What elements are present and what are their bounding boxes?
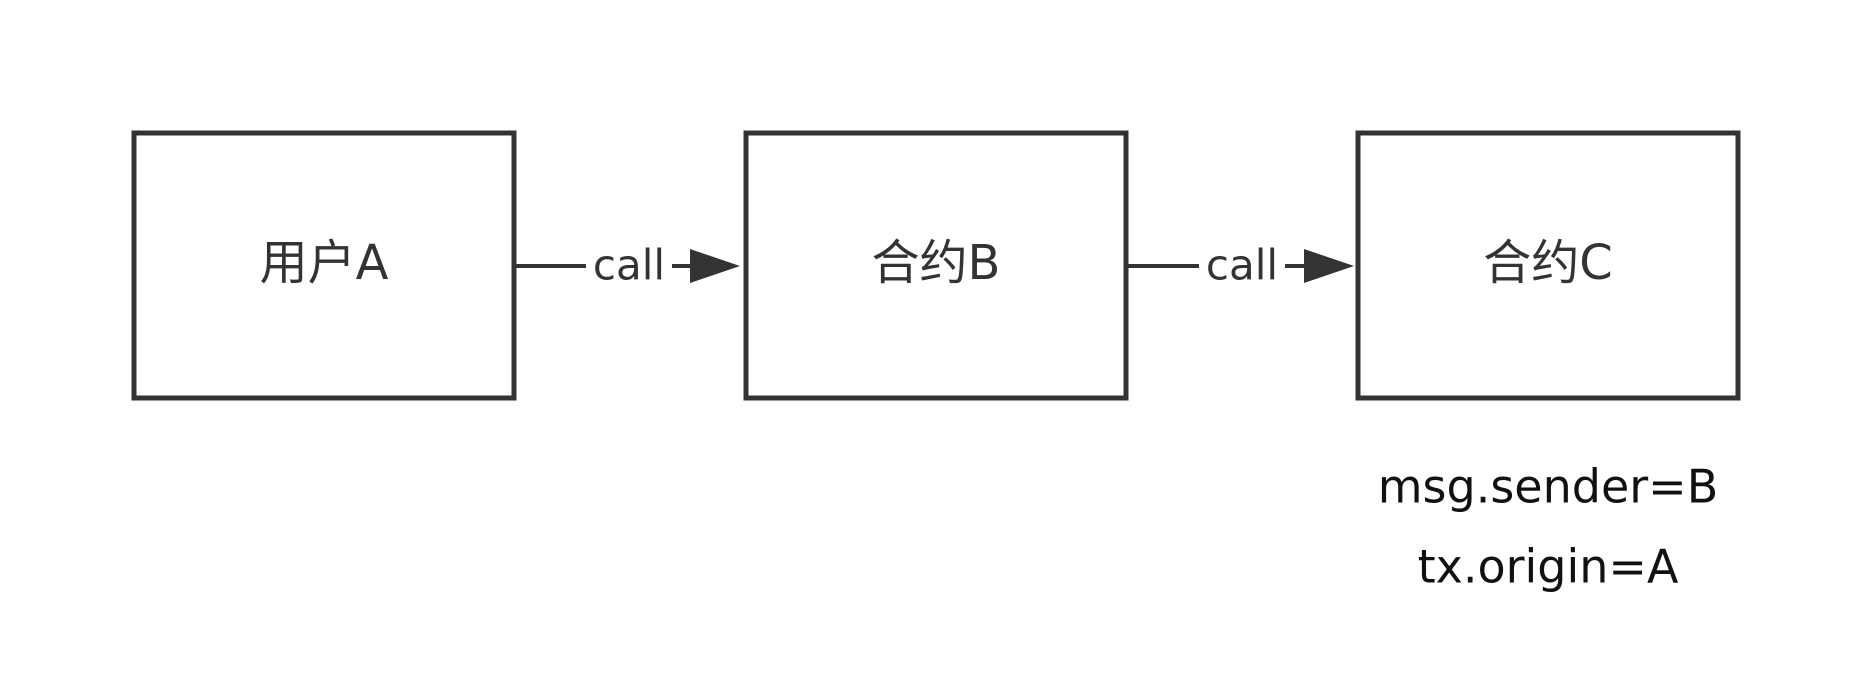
edge-b-to-c: call [1128,240,1354,292]
edge-a-to-b-arrowhead [690,249,740,283]
node-contract-c: 合约C [1355,130,1741,401]
edge-b-to-c-label-bg [1199,240,1285,292]
context-notes: msg.sender=B tx.origin=A [1378,460,1719,594]
edge-b-to-c-label: call [1206,241,1278,290]
node-contract-b-label: 合约B [872,235,1001,291]
edge-a-to-b-label: call [593,241,665,290]
node-user-a: 用户A [131,130,517,401]
node-user-a-label: 用户A [260,235,389,291]
node-contract-c-label: 合约C [1483,235,1613,291]
edge-b-to-c-arrowhead [1304,249,1354,283]
node-contract-b: 合约B [743,130,1129,401]
note-msg-sender: msg.sender=B [1378,460,1719,514]
edge-a-to-b-label-bg [586,240,672,292]
note-tx-origin: tx.origin=A [1418,540,1679,594]
edge-a-to-b: call [516,240,740,292]
